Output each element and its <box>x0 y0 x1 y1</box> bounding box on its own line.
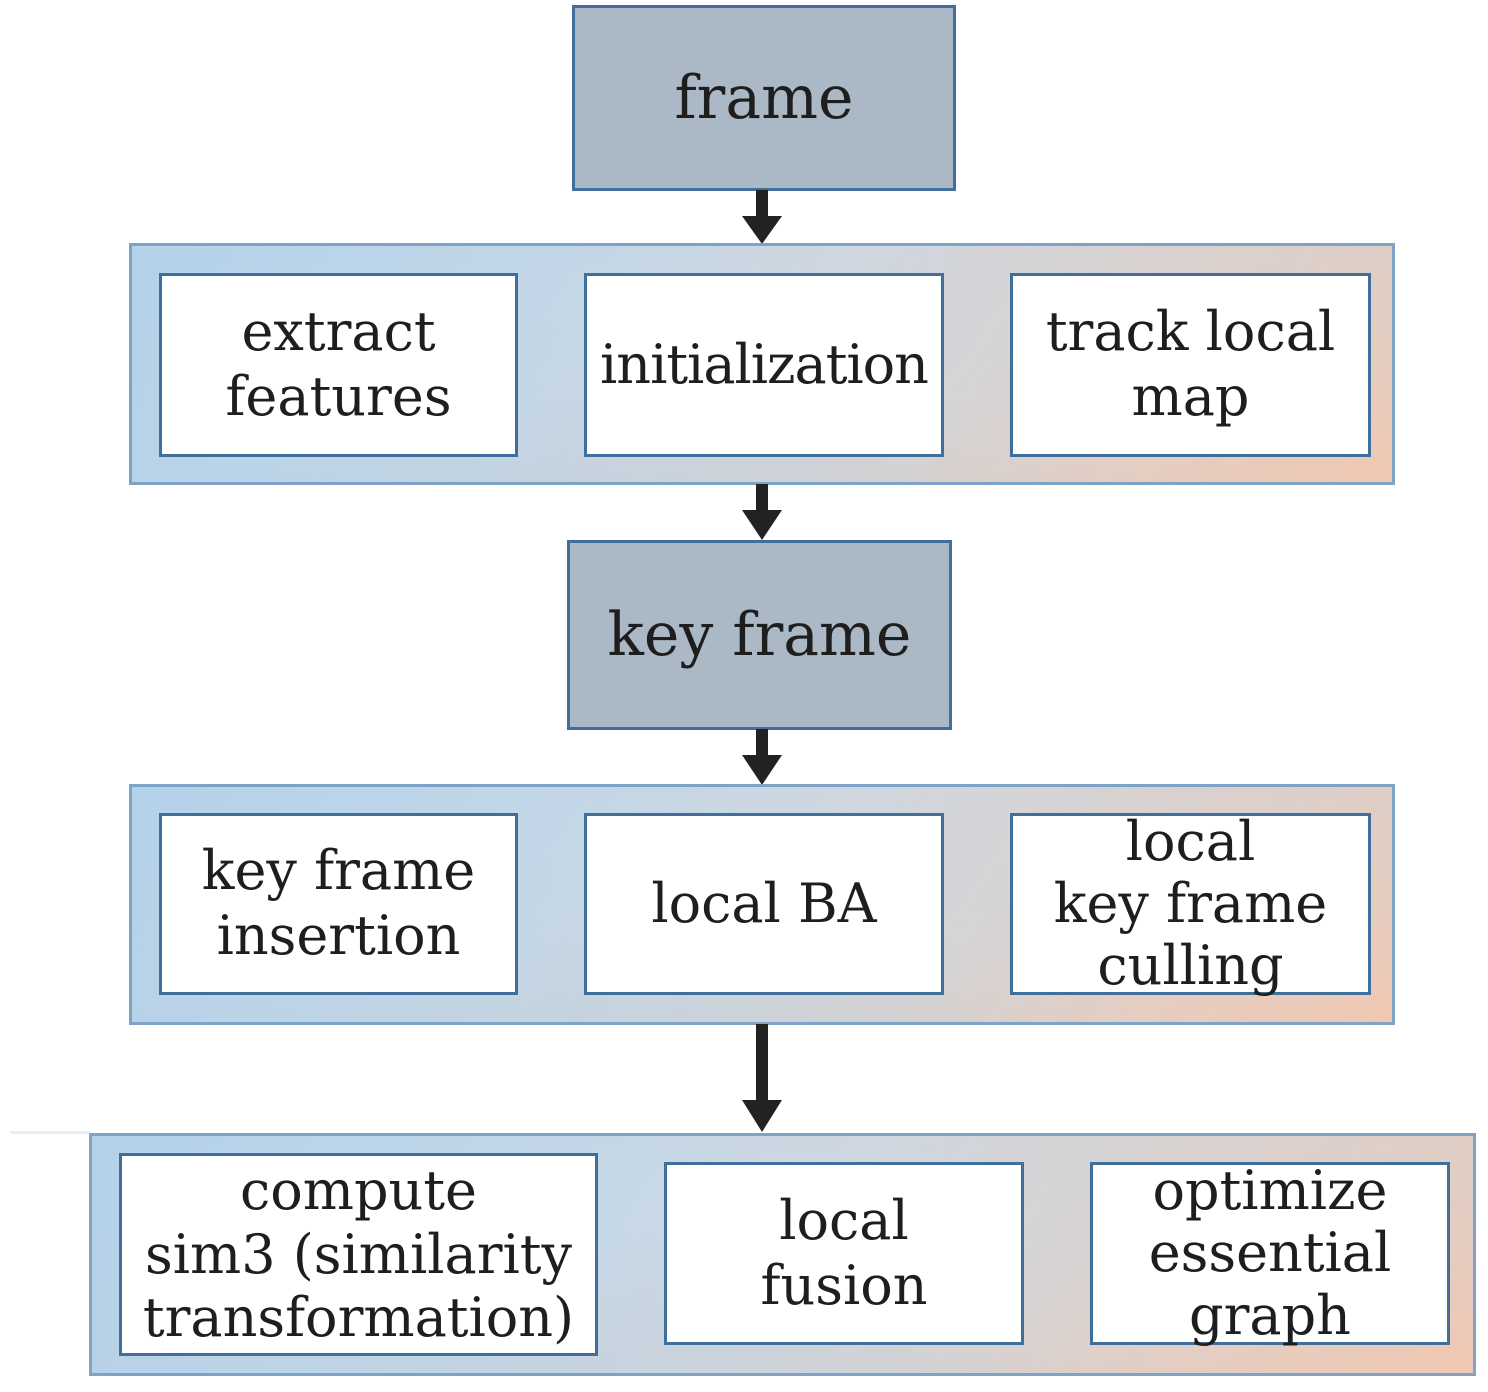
local-key-frame-culling-box: local key frame culling <box>1010 809 1371 998</box>
track-local-map-box: track local map <box>1010 273 1371 457</box>
initialization-box: initialization <box>584 273 944 457</box>
initialization-label: initialization <box>600 332 929 396</box>
arrow-tracking-to-key-frame <box>742 484 782 540</box>
frame-box: frame <box>572 5 956 191</box>
key-frame-insertion-box: key frame insertion <box>159 813 518 995</box>
key-frame-insertion-label: key frame insertion <box>201 839 476 967</box>
key-frame-label: key frame <box>607 600 912 670</box>
local-fusion-box: local fusion <box>664 1162 1024 1345</box>
arrow-frame-to-tracking <box>742 190 782 244</box>
arrow-key-frame-to-local-mapping <box>742 729 782 785</box>
local-fusion-label: local fusion <box>760 1188 928 1317</box>
compute-sim3-box: compute sim3 (similarity transformation) <box>119 1153 598 1356</box>
key-frame-box: key frame <box>567 540 952 730</box>
local-ba-box: local BA <box>584 813 944 995</box>
local-ba-label: local BA <box>651 871 877 935</box>
local-key-frame-culling-label: local key frame culling <box>1053 809 1328 998</box>
compute-sim3-label: compute sim3 (similarity transformation) <box>142 1158 575 1350</box>
faint-divider-line <box>10 1131 90 1134</box>
extract-features-box: extract features <box>159 273 518 457</box>
frame-label: frame <box>674 63 854 133</box>
extract-features-label: extract features <box>225 300 452 428</box>
arrow-local-mapping-to-loop-closing <box>742 1024 782 1132</box>
optimize-essential-graph-box: optimize essential graph <box>1090 1159 1450 1347</box>
track-local-map-label: track local map <box>1045 300 1336 428</box>
optimize-essential-graph-label: optimize essential graph <box>1148 1159 1392 1347</box>
